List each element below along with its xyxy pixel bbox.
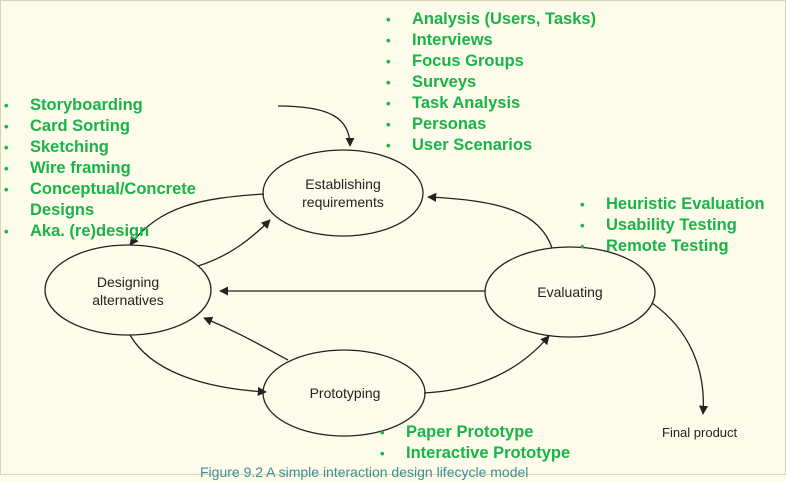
node-prototyping-label: Prototyping (309, 385, 381, 401)
prototype-method-list: Paper Prototype Interactive Prototype (380, 422, 570, 464)
list-item: Analysis (Users, Tasks) (386, 9, 596, 30)
design-method-list: Storyboarding Card Sorting Sketching Wir… (4, 95, 220, 242)
entry-arrow (277, 105, 355, 147)
arrow-evaluating-to-establishing (427, 192, 553, 249)
arrow-prototyping-to-designing (203, 316, 289, 361)
evaluating-ellipse (484, 246, 656, 338)
node-evaluating-label: Evaluating (537, 284, 603, 300)
arrow-designing-to-establishing (197, 219, 271, 267)
list-item: Paper Prototype (380, 422, 570, 443)
analysis-method-list: Analysis (Users, Tasks) Interviews Focus… (386, 9, 596, 156)
evaluation-method-list: Heuristic Evaluation Usability Testing R… (580, 194, 765, 257)
final-product-label: Final product (662, 425, 738, 440)
list-item: Storyboarding (4, 95, 220, 116)
list-item: Card Sorting (4, 116, 220, 137)
designing-ellipse (44, 244, 212, 336)
list-item: Usability Testing (580, 215, 765, 236)
list-item: Task Analysis (386, 93, 596, 114)
list-item: Heuristic Evaluation (580, 194, 765, 215)
list-item: Focus Groups (386, 51, 596, 72)
list-item: Sketching (4, 137, 220, 158)
list-item: Interactive Prototype (380, 443, 570, 464)
list-item: Conceptual/Concrete Designs (4, 179, 220, 221)
list-item: Remote Testing (580, 236, 765, 257)
figure-caption: Figure 9.2 A simple interaction design l… (200, 464, 529, 480)
node-designing-label: Designing alternatives (92, 274, 164, 308)
list-item: User Scenarios (386, 135, 596, 156)
arrow-prototyping-to-evaluating (423, 335, 550, 394)
list-item: Personas (386, 114, 596, 135)
list-item: Aka. (re)design (4, 221, 220, 242)
arrow-designing-to-prototyping (129, 334, 267, 397)
arrow-evaluating-to-final (651, 302, 709, 415)
list-item: Interviews (386, 30, 596, 51)
list-item: Surveys (386, 72, 596, 93)
node-establishing-label: Establishing requirements (302, 176, 384, 210)
list-item: Wire framing (4, 158, 220, 179)
establishing-ellipse (262, 149, 424, 237)
